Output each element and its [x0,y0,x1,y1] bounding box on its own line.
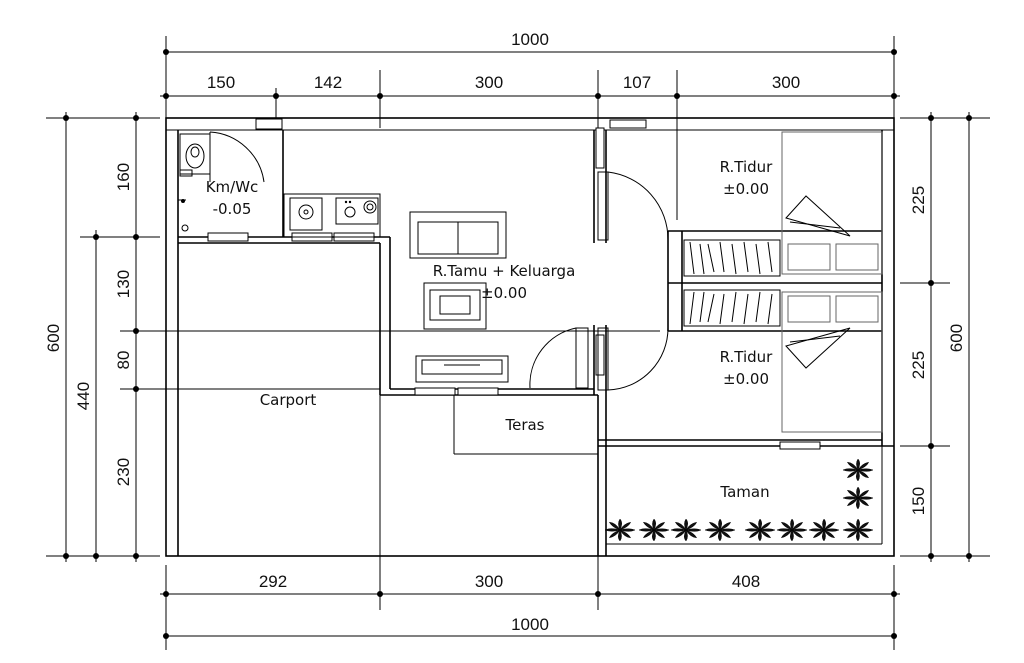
dim-top-142: 142 [314,73,342,92]
table-icon [415,282,509,383]
bed-icon [781,131,883,433]
dim-right-225a: 225 [909,186,928,214]
wardrobe-icon [683,239,781,327]
sink-icon [283,193,381,238]
dim-top-total: 1000 [511,30,549,49]
door-swing-icon [209,131,669,391]
dim-bottom-292: 292 [259,572,287,591]
dim-left-80: 80 [114,351,133,370]
palm-plant-icon [670,518,702,542]
palm-plant-icon [842,518,874,542]
dim-left-130: 130 [114,270,133,298]
dim-bottom-408: 408 [732,572,760,591]
room-level-kmwc: -0.05 [213,200,252,218]
room-label-tidur-2: R.Tidur [720,348,774,366]
palm-plant-icon [808,518,840,542]
bottom-dimension-lines [160,390,900,650]
palm-plant-icon [638,518,670,542]
palm-plant-icon [842,486,874,510]
dim-top-300a: 300 [475,73,503,92]
dim-bottom-total: 1000 [511,615,549,634]
room-level-tidur-1: ±0.00 [723,180,769,198]
palm-plant-icon [704,518,736,542]
room-label-carport: Carport [260,391,317,409]
room-label-kmwc: Km/Wc [206,178,259,196]
palm-plant-icon [842,458,874,482]
right-dimension-lines [900,112,990,562]
room-label-tidur-1: R.Tidur [720,158,774,176]
toilet-icon [178,133,211,232]
dim-top-107: 107 [623,73,651,92]
dim-left-600: 600 [44,324,63,352]
dim-right-600: 600 [947,324,966,352]
dim-bottom-300: 300 [475,572,503,591]
room-level-tidur-2: ±0.00 [723,370,769,388]
dim-left-160: 160 [114,163,133,191]
palm-plant-icon [604,458,874,542]
room-level-tamu: ±0.00 [481,284,527,302]
room-label-taman: Taman [719,483,769,501]
dim-left-230: 230 [114,458,133,486]
walls [165,117,895,557]
palm-plant-icon [744,518,776,542]
palm-plant-icon [776,518,808,542]
dim-right-150: 150 [909,487,928,515]
dim-right-225b: 225 [909,351,928,379]
room-label-tamu: R.Tamu + Keluarga [433,262,576,280]
palm-plant-icon [604,518,636,542]
sofa-icon [409,211,507,259]
dim-top-300b: 300 [772,73,800,92]
stove-icon [335,197,379,225]
left-dimension-lines [46,112,660,562]
room-label-teras: Teras [504,416,544,434]
dim-top-150: 150 [207,73,235,92]
dim-left-440: 440 [74,382,93,410]
